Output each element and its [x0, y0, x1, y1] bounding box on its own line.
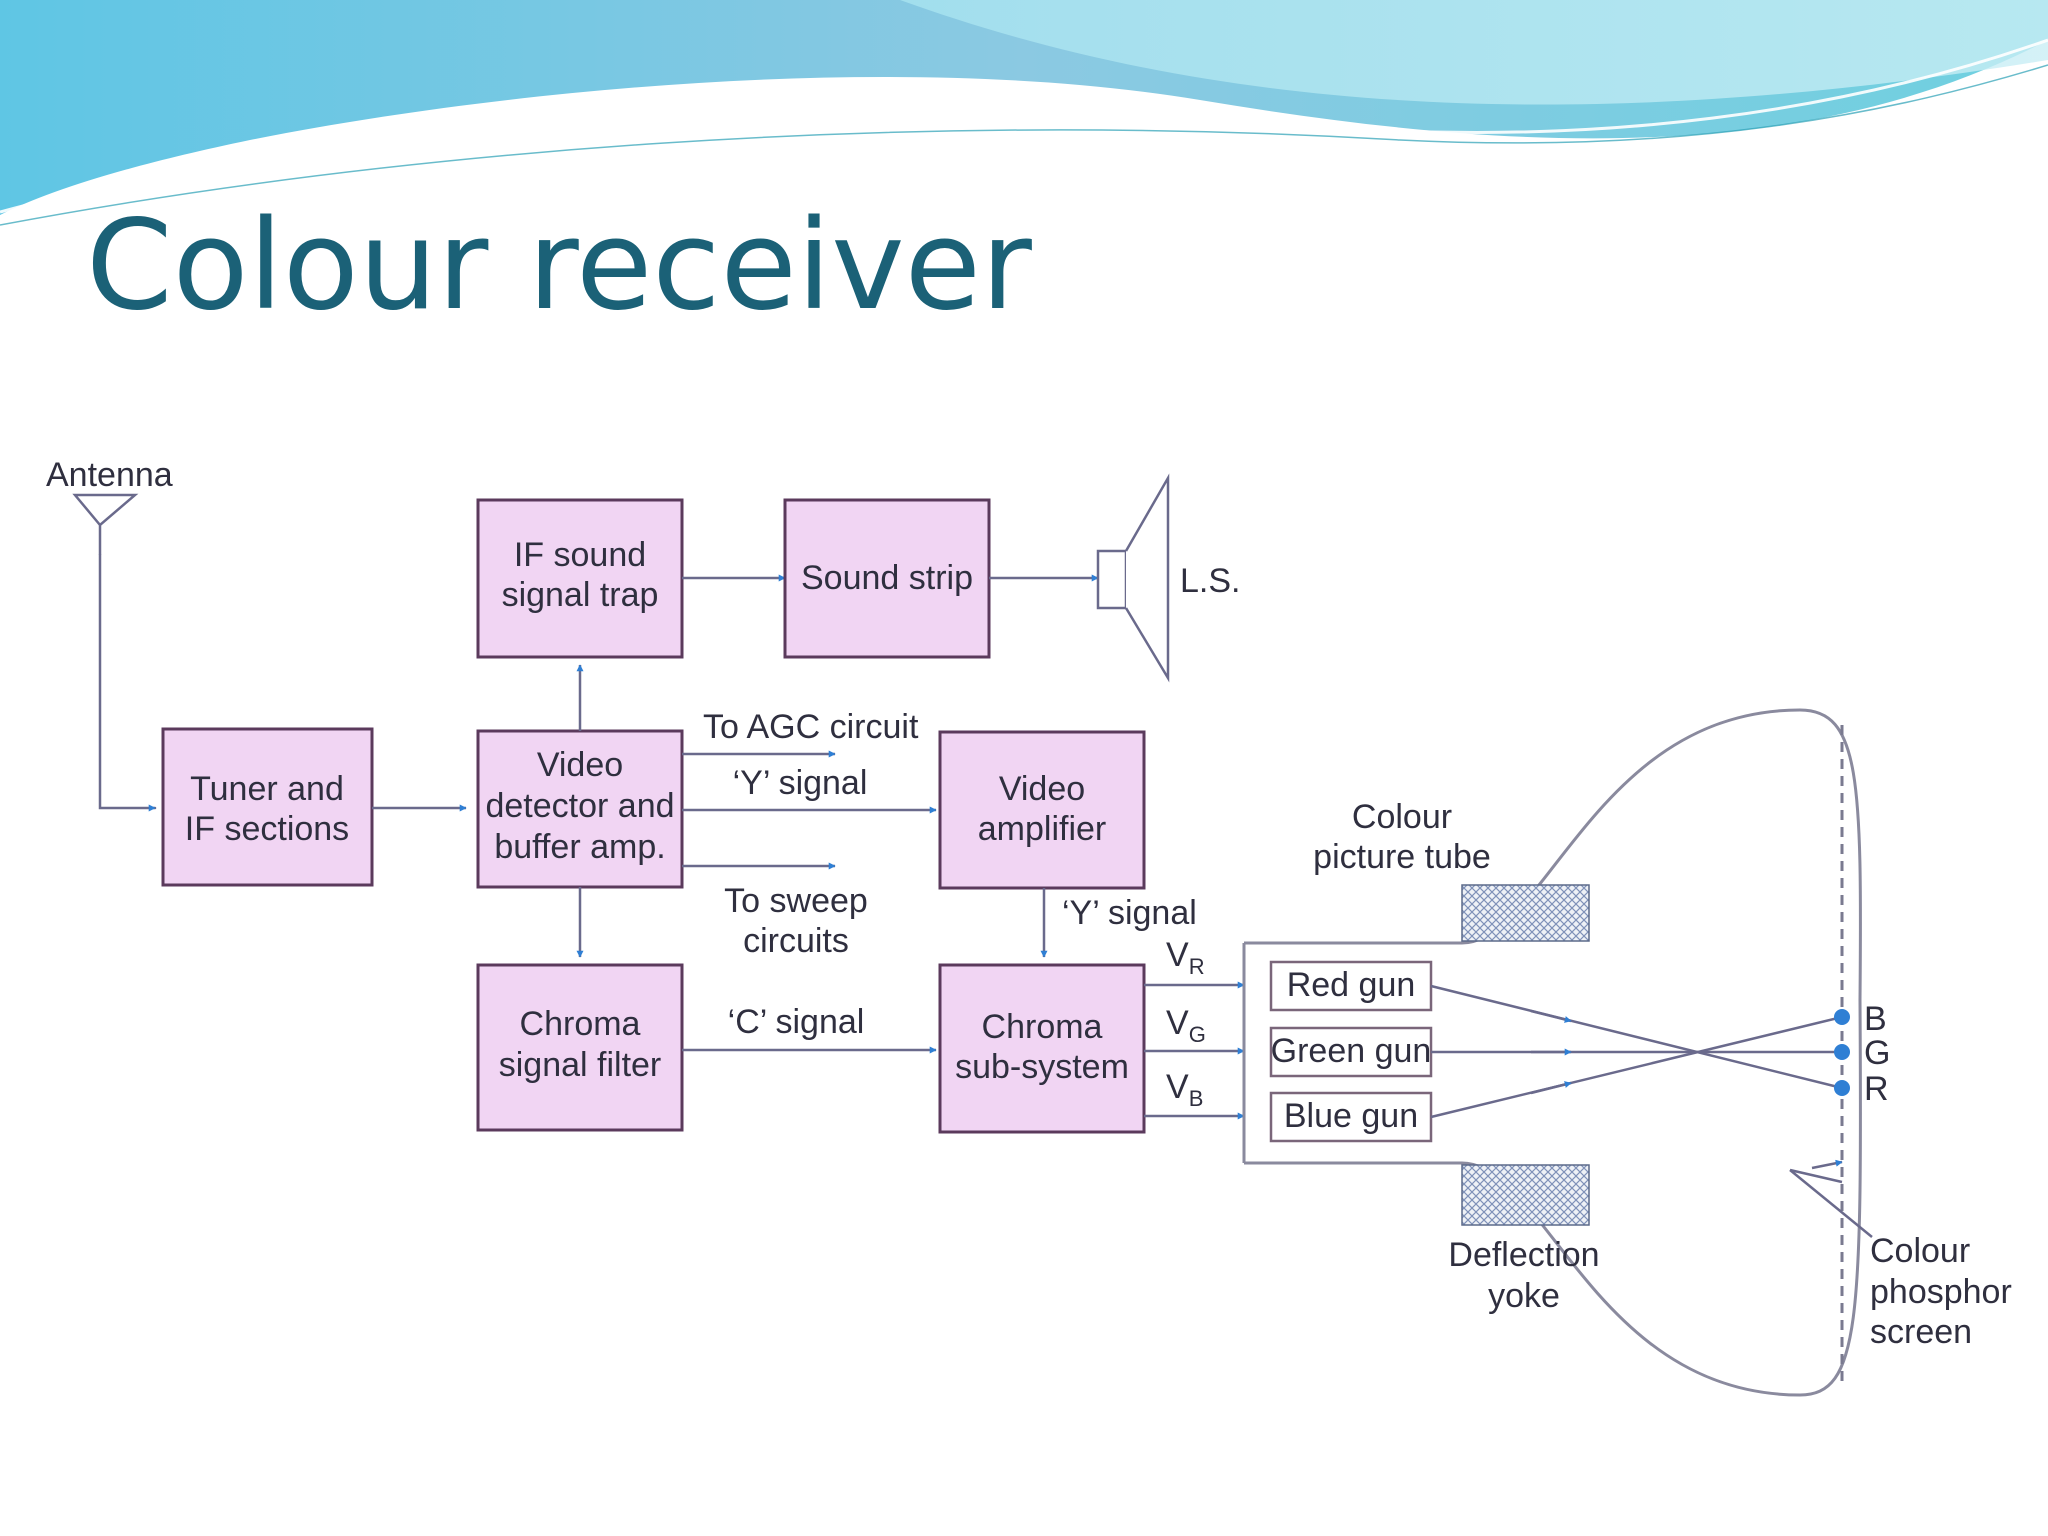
- to-agc-label: To AGC circuit: [703, 708, 919, 746]
- video-detector-label-1: Video: [537, 746, 623, 784]
- chroma-subsystem-label-2: sub-system: [955, 1048, 1129, 1086]
- screen-label-3: screen: [1870, 1313, 1972, 1351]
- dot-label-b: B: [1864, 1000, 1887, 1038]
- yoke-label-1: Deflection: [1448, 1236, 1599, 1274]
- red-phosphor-dot: [1834, 1080, 1850, 1096]
- chroma-subsystem-block: Chroma sub-system: [938, 963, 1146, 1134]
- antenna-label: Antenna: [46, 456, 173, 494]
- to-sweep-label-1: To sweep: [724, 882, 868, 920]
- tube-label-1: Colour: [1352, 798, 1452, 836]
- loudspeaker-icon: L.S.: [1096, 473, 1240, 683]
- green-phosphor-dot: [1834, 1044, 1850, 1060]
- header-wave-decoration: [0, 0, 2048, 226]
- red-gun-label: Red gun: [1287, 966, 1416, 1004]
- video-detector-label-3: buffer amp.: [494, 828, 665, 866]
- chroma-filter-block: Chroma signal filter: [476, 963, 684, 1132]
- vg-label: VG: [1166, 1004, 1206, 1047]
- blue-gun: Blue gun: [1269, 1091, 1433, 1143]
- y-signal-down-label: ‘Y’ signal: [1062, 894, 1197, 932]
- if-sound-trap-block: IF sound signal trap: [476, 498, 684, 659]
- blue-beam-arrow: [1530, 1081, 1572, 1095]
- yoke-label-2: yoke: [1488, 1277, 1560, 1315]
- deflection-yoke-top: [1461, 884, 1590, 942]
- screen-pointer-arrow: [1811, 1159, 1843, 1170]
- screen-label-2: phosphor: [1870, 1273, 2012, 1311]
- sound-strip-block: Sound strip: [783, 498, 991, 659]
- tube-label-2: picture tube: [1313, 838, 1491, 876]
- vr-label: VR: [1166, 936, 1205, 979]
- chroma-filter-label-2: signal filter: [499, 1046, 662, 1084]
- vb-label: VB: [1166, 1068, 1203, 1111]
- slide-title: Colour receiver: [86, 194, 1032, 338]
- screen-pointer-line: [1789, 1168, 1843, 1184]
- blue-beam: [1430, 1015, 1843, 1119]
- sound-strip-label: Sound strip: [801, 559, 973, 597]
- screen-pointer-line-2: [1789, 1169, 1873, 1238]
- tuner-label-2: IF sections: [185, 810, 349, 848]
- video-detector-label-2: detector and: [485, 787, 674, 825]
- deflection-yoke-bottom: [1461, 1164, 1590, 1226]
- y-signal-top-label: ‘Y’ signal: [733, 764, 868, 802]
- antenna: Antenna: [46, 456, 173, 812]
- video-amplifier-label-2: amplifier: [978, 810, 1106, 848]
- if-sound-trap-label-1: IF sound: [514, 536, 646, 574]
- dot-label-r: R: [1864, 1070, 1889, 1108]
- red-beam-arrow: [1530, 1009, 1572, 1023]
- tuner-label-1: Tuner and: [190, 770, 344, 808]
- c-signal-label: ‘C’ signal: [728, 1003, 865, 1041]
- video-amplifier-label-1: Video: [999, 770, 1085, 808]
- video-amplifier-block: Video amplifier: [938, 730, 1146, 890]
- chroma-subsystem-label-1: Chroma: [982, 1008, 1103, 1046]
- to-sweep-label-2: circuits: [743, 922, 849, 960]
- green-gun-label: Green gun: [1271, 1032, 1432, 1070]
- green-gun: Green gun: [1269, 1026, 1433, 1078]
- blue-phosphor-dot: [1834, 1009, 1850, 1025]
- video-detector-block: Video detector and buffer amp.: [476, 729, 684, 889]
- red-gun: Red gun: [1269, 960, 1433, 1012]
- screen-label-1: Colour: [1870, 1232, 1970, 1270]
- if-sound-trap-label-2: signal trap: [502, 576, 659, 614]
- dot-label-g: G: [1864, 1034, 1890, 1072]
- red-beam: [1430, 984, 1843, 1090]
- loudspeaker-label: L.S.: [1180, 562, 1240, 600]
- tuner-block: Tuner and IF sections: [161, 727, 374, 887]
- blue-gun-label: Blue gun: [1284, 1097, 1418, 1135]
- chroma-filter-label-1: Chroma: [520, 1005, 641, 1043]
